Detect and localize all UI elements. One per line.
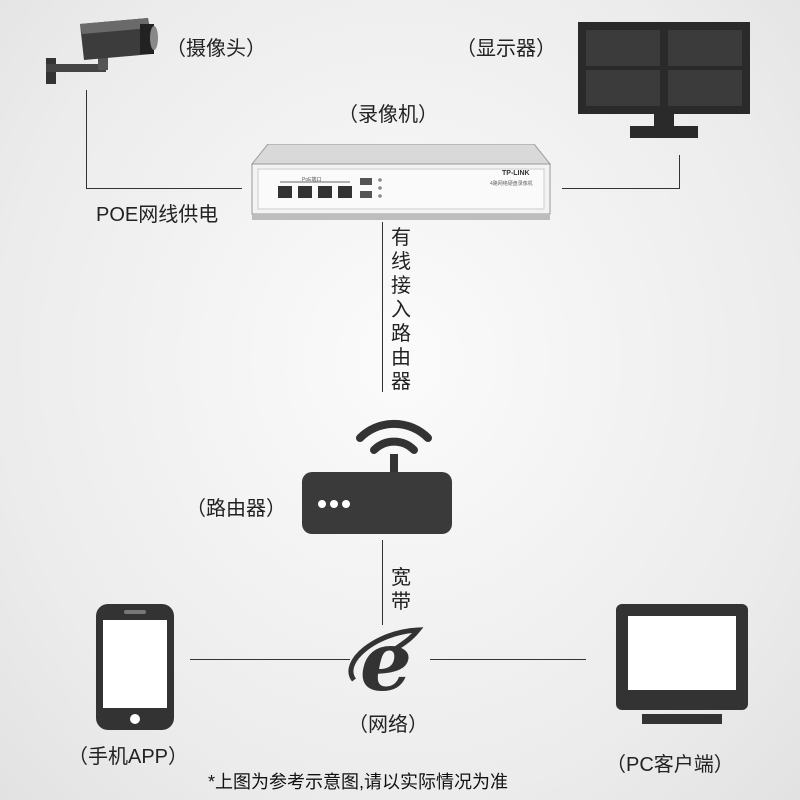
nvr-model: 4路网络硬盘录像机 — [490, 181, 533, 187]
monitor-line-vertical — [679, 155, 680, 188]
broadband-line — [382, 540, 383, 625]
network-label: （网络） — [348, 714, 428, 736]
disclaimer-note: *上图为参考示意图,请以实际情况为准 — [208, 772, 509, 792]
monitor-icon — [578, 22, 750, 138]
ie-icon: e — [348, 622, 424, 700]
nvr-port-group: PoE端口 — [302, 177, 322, 183]
camera-line-horizontal — [86, 188, 242, 189]
camera-label: （摄像头） — [166, 38, 266, 60]
phone-icon — [96, 604, 174, 730]
wired-label: 有线接入路由器 — [391, 227, 411, 393]
broadband-label: 宽带 — [391, 567, 411, 613]
router-label: （路由器） — [186, 498, 286, 520]
phone-line — [190, 659, 350, 660]
phone-label: （手机APP） — [68, 746, 189, 768]
monitor-label: （显示器） — [456, 38, 556, 60]
pc-label: （PC客户端） — [606, 754, 734, 776]
nvr-brand: TP-LINK — [502, 170, 530, 177]
nvr-label: （录像机） — [338, 104, 438, 126]
nvr-icon — [250, 144, 552, 220]
router-icon — [302, 472, 452, 534]
camera-line-vertical — [86, 90, 87, 188]
wired-line — [382, 222, 383, 392]
monitor-line-horizontal — [562, 188, 680, 189]
pc-line — [430, 659, 586, 660]
pc-icon — [616, 604, 748, 724]
camera-icon — [46, 18, 158, 84]
wifi-icon — [356, 419, 432, 472]
poe-label: POE网线供电 — [96, 204, 219, 226]
